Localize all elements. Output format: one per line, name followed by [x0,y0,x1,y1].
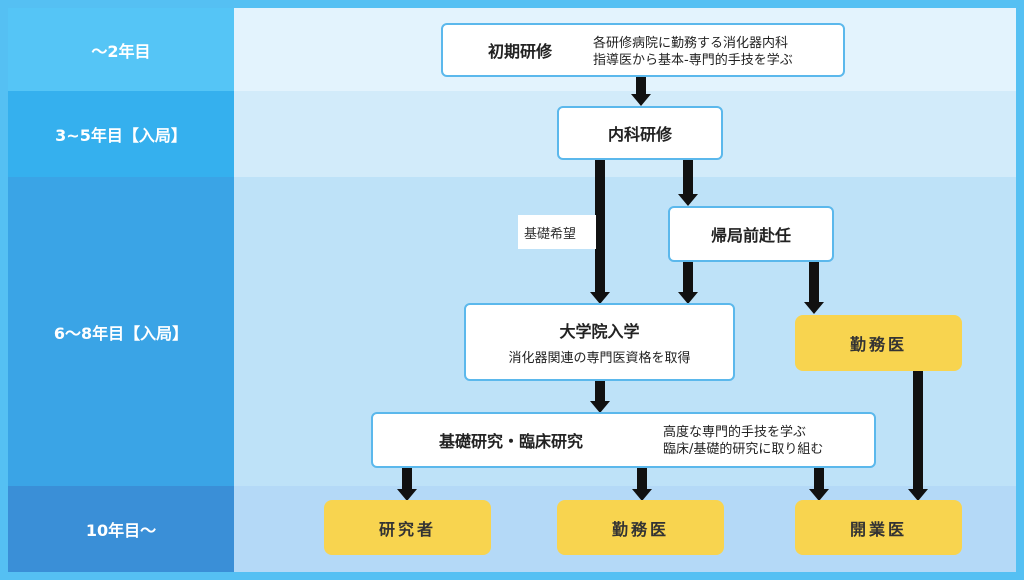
employed-doctor-mid-box: 勤務医 [795,315,962,371]
arrow-down [678,262,698,304]
basic-research-wish-tag: 基礎希望 [518,215,596,249]
graduate-school-box: 大学院入学 消化器関連の専門医資格を取得 [464,303,735,381]
stage-year-10: 10年目〜 [8,486,234,572]
arrow-down [809,468,829,501]
internal-medicine-training-box: 内科研修 [557,106,723,160]
stage-year-1-2: 〜2年目 [8,8,234,91]
practitioner-box: 開業医 [795,500,962,555]
stage-label: 3~5年目【入局】 [55,126,187,145]
description-line: 高度な専門的手技を学ぶ [663,425,807,440]
stage-year-3-5: 3~5年目【入局】 [8,91,234,177]
description-line: 臨床/基礎的研究に取り組む [663,442,824,457]
arrow-down [590,160,610,304]
node-title: 初期研修 [488,42,553,61]
researcher-box: 研究者 [324,500,491,555]
node-title: 勤務医 [849,335,907,354]
arrow-down [631,77,651,106]
arrow-down [397,468,417,501]
tag-label: 基礎希望 [524,226,577,242]
stage-year-6-8: 6〜8年目【入局】 [8,177,234,486]
arrow-down [804,262,824,314]
node-title: 大学院入学 [559,321,640,341]
node-title: 勤務医 [611,519,669,539]
description-line: 指導医から基本-専門的手技を学ぶ [593,53,793,68]
node-title: 開業医 [849,519,907,539]
arrow-down [632,468,652,501]
initial-training-box: 初期研修 各研修病院に勤務する消化器内科 指導医から基本-専門的手技を学ぶ [441,23,845,77]
stage-label: 6〜8年目【入局】 [53,323,189,343]
node-title: 帰局前赴任 [710,226,791,245]
node-description: 高度な専門的手技を学ぶ 臨床/基礎的研究に取り組む [663,424,823,458]
node-title: 研究者 [378,519,436,539]
node-description: 各研修病院に勤務する消化器内科 指導医から基本-専門的手技を学ぶ [593,35,793,69]
node-title: 内科研修 [607,125,672,144]
arrow-down [908,371,928,501]
node-description: 消化器関連の専門医資格を取得 [508,350,691,366]
research-box: 基礎研究・臨床研究 高度な専門的手技を学ぶ 臨床/基礎的研究に取り組む [371,412,876,468]
stage-label: 10年目〜 [85,521,157,540]
node-title: 基礎研究・臨床研究 [439,432,584,451]
arrow-down [678,160,698,206]
stage-label: 〜2年目 [91,41,151,61]
employed-doctor-final-box: 勤務医 [557,500,724,555]
pre-return-assignment-box: 帰局前赴任 [668,206,834,262]
arrow-down [590,381,610,413]
description-line: 各研修病院に勤務する消化器内科 [593,36,789,51]
